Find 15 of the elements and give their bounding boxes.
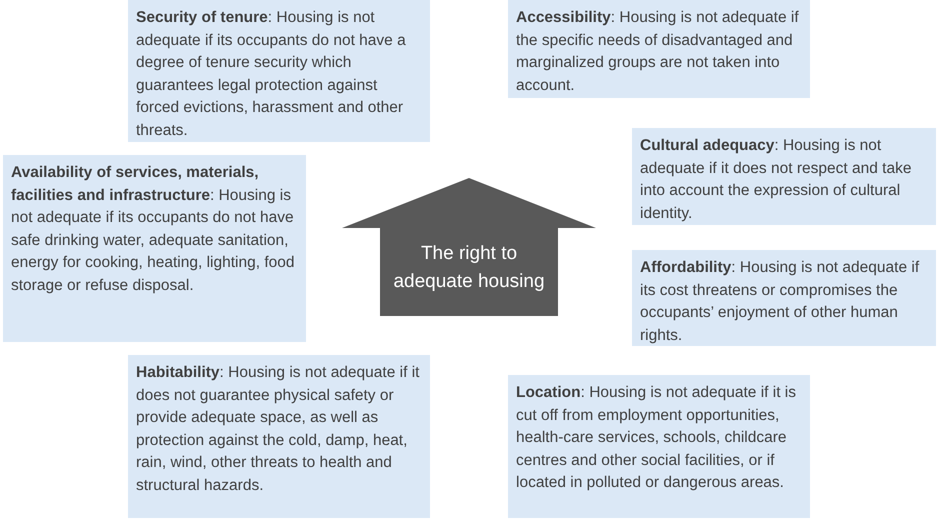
- definition-text: Security of tenure: Housing is not adequate if its occupants do not have a degree of tenure security which guarantees legal protection against forced evictions, harassment and other threats.: [136, 8, 407, 140]
- definition-text: Location: Housing is not adequate if it is cut off from employment opportunities, health-care services, schools, childcare centres and other social facilities, or if located in polluted or dangerous areas.: [516, 383, 797, 493]
- definition-card: [3, 155, 306, 342]
- house-label: The right to adequate housing: [392, 242, 546, 294]
- definition-text: Cultural adequacy: Housing is not adequate if it does not respect and take into account the expression of cultural identity.: [640, 136, 912, 224]
- definition-card: [508, 0, 810, 98]
- definition-card: [632, 128, 936, 225]
- definition-text: Availability of services, materials, facilities and infrastructure: Housing is not adequate if its occupants do not have safe drinking water, adequate sanitation, energy for cooking, heating, lighting, food storage or refuse disposal.: [11, 163, 296, 296]
- definition-text: Accessibility: Housing is not adequate if the specific needs of disadvantaged and marginalized groups are not taken into account.: [516, 8, 800, 96]
- definition-text: Affordability: Housing is not adequate if its cost threatens or compromises the occupants’ enjoyment of other human rights.: [640, 258, 920, 346]
- definition-card: [128, 355, 430, 518]
- definition-card: [508, 375, 810, 518]
- definition-card: [632, 250, 936, 346]
- definition-card: [128, 0, 430, 142]
- definition-text: Habitability: Housing is not adequate if it does not guarantee physical safety or provide adequate space, as well as protection against the cold, damp, heat, rain, wind, other threats to health and structural hazards.: [136, 363, 420, 496]
